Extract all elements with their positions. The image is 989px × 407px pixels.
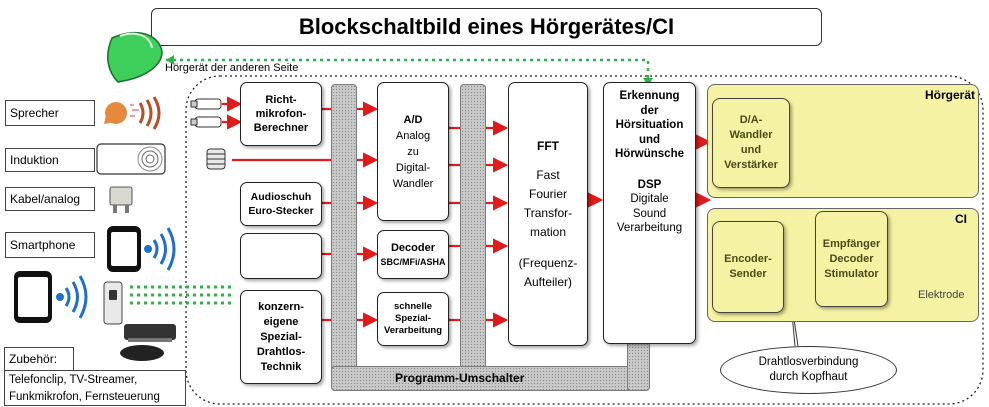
telephone-clip-icon (103, 281, 123, 325)
block-line: mikrofon- (255, 108, 307, 120)
wireless-waves-icon (56, 275, 88, 319)
block-line: Analog (395, 129, 431, 142)
switch-bar-middle (460, 84, 486, 391)
block-title: FFT (537, 138, 559, 153)
coil-icon (206, 148, 226, 170)
block-line: Verarbeitung (616, 222, 683, 234)
accessories-line: Funkmikrofon, Fernsteuerung (9, 391, 160, 403)
block-line: der (640, 104, 659, 117)
hearing-aid-icon (106, 31, 163, 83)
input-label-speaker: Sprecher (5, 100, 95, 126)
block-line: Digital- (395, 161, 431, 174)
block-line: konzern- (258, 300, 304, 313)
special-processing-block: schnelle Spezial- Verarbeitung (377, 292, 449, 346)
bluetooth-block (240, 233, 322, 279)
receiver-stimulator-block: Empfänger Decoder Stimulator (815, 211, 888, 307)
input-label-cable: Kabel/analog (5, 187, 95, 211)
block-line: Sender (729, 268, 767, 280)
block-title: Decoder (390, 241, 436, 254)
accessory-wireless-lines (130, 285, 234, 305)
accessories-line: Telefonclip, TV-Streamer, (9, 374, 138, 386)
block-line: Spezial- (260, 330, 302, 343)
block-line: Stimulator (824, 267, 879, 280)
block-line: Fourier (528, 186, 567, 201)
accessories-label: Zubehör: (4, 347, 74, 371)
block-line: Digitale (630, 193, 669, 205)
hearing-aid-label: Hörgerät (925, 88, 976, 102)
block-line: (Frequenz- (518, 255, 578, 270)
tv-streamer-icon (124, 324, 176, 342)
block-line: Hörwünsche (614, 148, 684, 160)
block-line: und (740, 144, 762, 156)
electrode-label: Elektrode (918, 289, 965, 301)
block-line: Erkennung (619, 90, 680, 102)
wireless-waves-icon (144, 227, 176, 271)
tablet-icon (14, 271, 52, 323)
block-line: Wandler (392, 177, 434, 190)
decoder-block: Decoder SBC/MFi/ASHA (377, 230, 449, 279)
block-title: DSP (637, 178, 662, 191)
speaker-head-icon (104, 102, 139, 124)
remote-control-icon (120, 345, 164, 361)
audioshoe-block: Audioschuh Euro-Stecker (240, 182, 322, 226)
device-outline (185, 75, 984, 405)
block-line: Encoder- (724, 253, 772, 265)
block-line: Euro-Stecker (248, 205, 314, 217)
induction-loop-icon (96, 143, 166, 175)
recognition-dsp-block: Erkennung der Hörsituation und Hörwünsch… (603, 82, 696, 344)
mic-calculator-block: Richt- mikrofon- Berechner (240, 82, 322, 146)
block-line: Drahtlos- (256, 345, 306, 358)
block-line: Richt- (265, 94, 297, 106)
block-line: Wandler (729, 129, 773, 141)
ci-label: CI (955, 212, 967, 226)
input-label-induction: Induktion (5, 148, 95, 172)
block-line: Aufteiler) (523, 274, 573, 289)
smartphone-icon (107, 226, 141, 272)
accessories-description: Telefonclip, TV-Streamer, Funkmikrofon, … (4, 370, 186, 406)
proprietary-wireless-block: konzern- eigene Spezial- Drahtlos- Techn… (240, 290, 322, 384)
block-line: eigene (263, 315, 299, 328)
block-line: Empfänger (822, 237, 881, 250)
block-line: schnelle (393, 301, 433, 312)
note-line: Drahtlosverbindung (758, 356, 859, 368)
block-line: Technik (260, 360, 302, 373)
sound-waves-icon (138, 96, 161, 130)
block-line: Fast (536, 167, 560, 182)
program-switch-label: Programm-Umschalter (395, 371, 525, 385)
block-line: Verstärker (724, 159, 778, 171)
block-line: zu (407, 145, 419, 158)
block-line: SBC/MFi/ASHA (380, 256, 446, 267)
ad-converter-block: A/D Analog zu Digital- Wandler (377, 82, 449, 221)
block-line: D/A- (739, 114, 763, 126)
block-line: Sound (632, 207, 667, 220)
da-converter-block: D/A- Wandler und Verstärker (712, 98, 790, 188)
block-line: Decoder (829, 252, 874, 265)
block-line: Transfor- (523, 205, 573, 220)
fft-block: FFT Fast Fourier Transfor- mation (Frequ… (508, 82, 588, 346)
encoder-sender-block: Encoder- Sender (712, 221, 784, 313)
block-line: und (638, 133, 661, 146)
input-label-smartphone: Smartphone (5, 232, 95, 258)
block-line: Berechner (253, 122, 309, 134)
switch-bar-bottom (331, 366, 650, 391)
plug-icon (109, 186, 133, 213)
block-line: mation (529, 224, 567, 239)
block-line: Hörsituation (615, 119, 684, 131)
switch-bar-left (331, 84, 357, 391)
diagram-title: Blockschaltbild eines Hörgerätes/CI (151, 8, 822, 46)
wireless-note: Drahtlosverbindung durch Kopfhaut (720, 346, 897, 394)
block-title: A/D (403, 113, 423, 126)
other-side-label: Hörgerät der anderen Seite (165, 62, 299, 74)
block-line: Verarbeitung (383, 325, 443, 336)
block-line: Audioschuh (250, 191, 312, 203)
microphone-icon (190, 98, 222, 128)
note-line: durch Kopfhaut (769, 371, 848, 383)
block-line: Spezial- (395, 313, 431, 324)
